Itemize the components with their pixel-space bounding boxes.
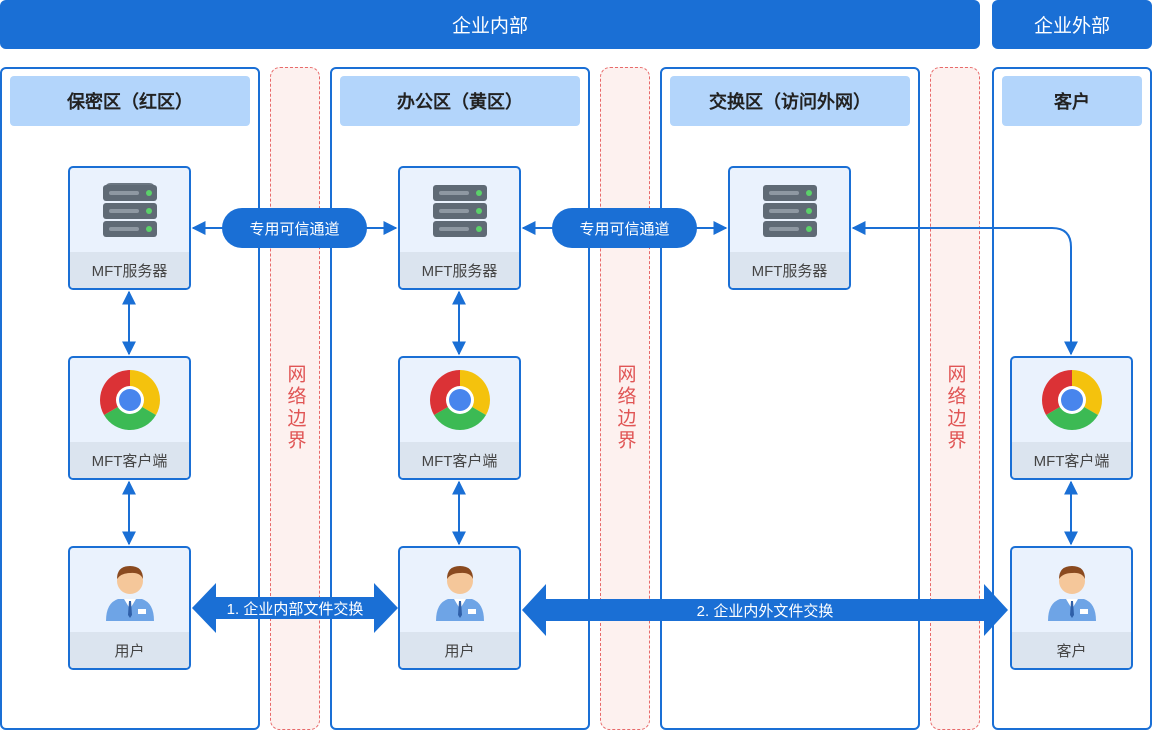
user-red[interactable]: 用户	[68, 546, 191, 670]
external-exchange-label: 2. 企业内外文件交换	[696, 602, 834, 620]
user-icon	[70, 548, 189, 632]
user-yellow[interactable]: 用户	[398, 546, 521, 670]
node-label: MFT服务器	[400, 252, 519, 288]
chrome-icon	[1012, 358, 1131, 442]
user-icon	[1012, 548, 1131, 632]
zone-title-customer-label: 客户	[1054, 92, 1090, 112]
node-label: MFT服务器	[730, 252, 849, 288]
trusted-channel-pill-1: 专用可信通道	[222, 208, 367, 248]
zone-title-exchange-label: 交换区（访问外网）	[709, 92, 871, 112]
node-label: 用户	[400, 632, 519, 668]
internal-exchange-arrow	[192, 583, 398, 633]
server-icon	[400, 168, 519, 252]
header-internal-label: 企业内部	[451, 16, 528, 37]
mft-server-red[interactable]: MFT服务器	[68, 166, 191, 290]
trusted-channel-pill-2: 专用可信通道	[552, 208, 697, 248]
mft-client-customer[interactable]: MFT客户端	[1010, 356, 1133, 480]
zone-title-yellow: 办公区（黄区）	[340, 76, 580, 126]
external-exchange-arrow	[522, 584, 1008, 636]
node-label: MFT客户端	[70, 442, 189, 478]
trusted-channel-label: 专用可信通道	[579, 220, 670, 238]
mft-server-yellow[interactable]: MFT服务器	[398, 166, 521, 290]
zone-title-exchange: 交换区（访问外网）	[670, 76, 910, 126]
server-icon	[730, 168, 849, 252]
user-icon	[400, 548, 519, 632]
arrow-exchange-to-customer	[851, 221, 1078, 356]
trusted-channel-label: 专用可信通道	[249, 220, 340, 238]
zone-title-yellow-label: 办公区（黄区）	[397, 92, 523, 112]
customer-user[interactable]: 客户	[1010, 546, 1133, 670]
zone-title-red: 保密区（红区）	[10, 76, 250, 126]
node-label: MFT服务器	[70, 252, 189, 288]
chrome-icon	[70, 358, 189, 442]
server-icon	[70, 168, 189, 252]
internal-exchange-label: 1. 企业内部文件交换	[226, 600, 364, 618]
zone-title-customer: 客户	[1002, 76, 1142, 126]
node-label: MFT客户端	[400, 442, 519, 478]
network-boundary-1: 网络边界	[270, 67, 320, 730]
mft-client-yellow[interactable]: MFT客户端	[398, 356, 521, 480]
network-boundary-label: 网络边界	[614, 364, 636, 452]
zone-title-red-label: 保密区（红区）	[67, 92, 193, 112]
header-external: 企业外部	[992, 0, 1152, 49]
header-internal: 企业内部	[0, 0, 980, 49]
header-external-label: 企业外部	[1033, 16, 1110, 37]
node-label: 客户	[1012, 632, 1131, 668]
network-boundary-label: 网络边界	[284, 364, 306, 452]
network-boundary-label: 网络边界	[944, 364, 966, 452]
node-label: MFT客户端	[1012, 442, 1131, 478]
mft-client-red[interactable]: MFT客户端	[68, 356, 191, 480]
chrome-icon	[400, 358, 519, 442]
node-label: 用户	[70, 632, 189, 668]
mft-server-exchange[interactable]: MFT服务器	[728, 166, 851, 290]
